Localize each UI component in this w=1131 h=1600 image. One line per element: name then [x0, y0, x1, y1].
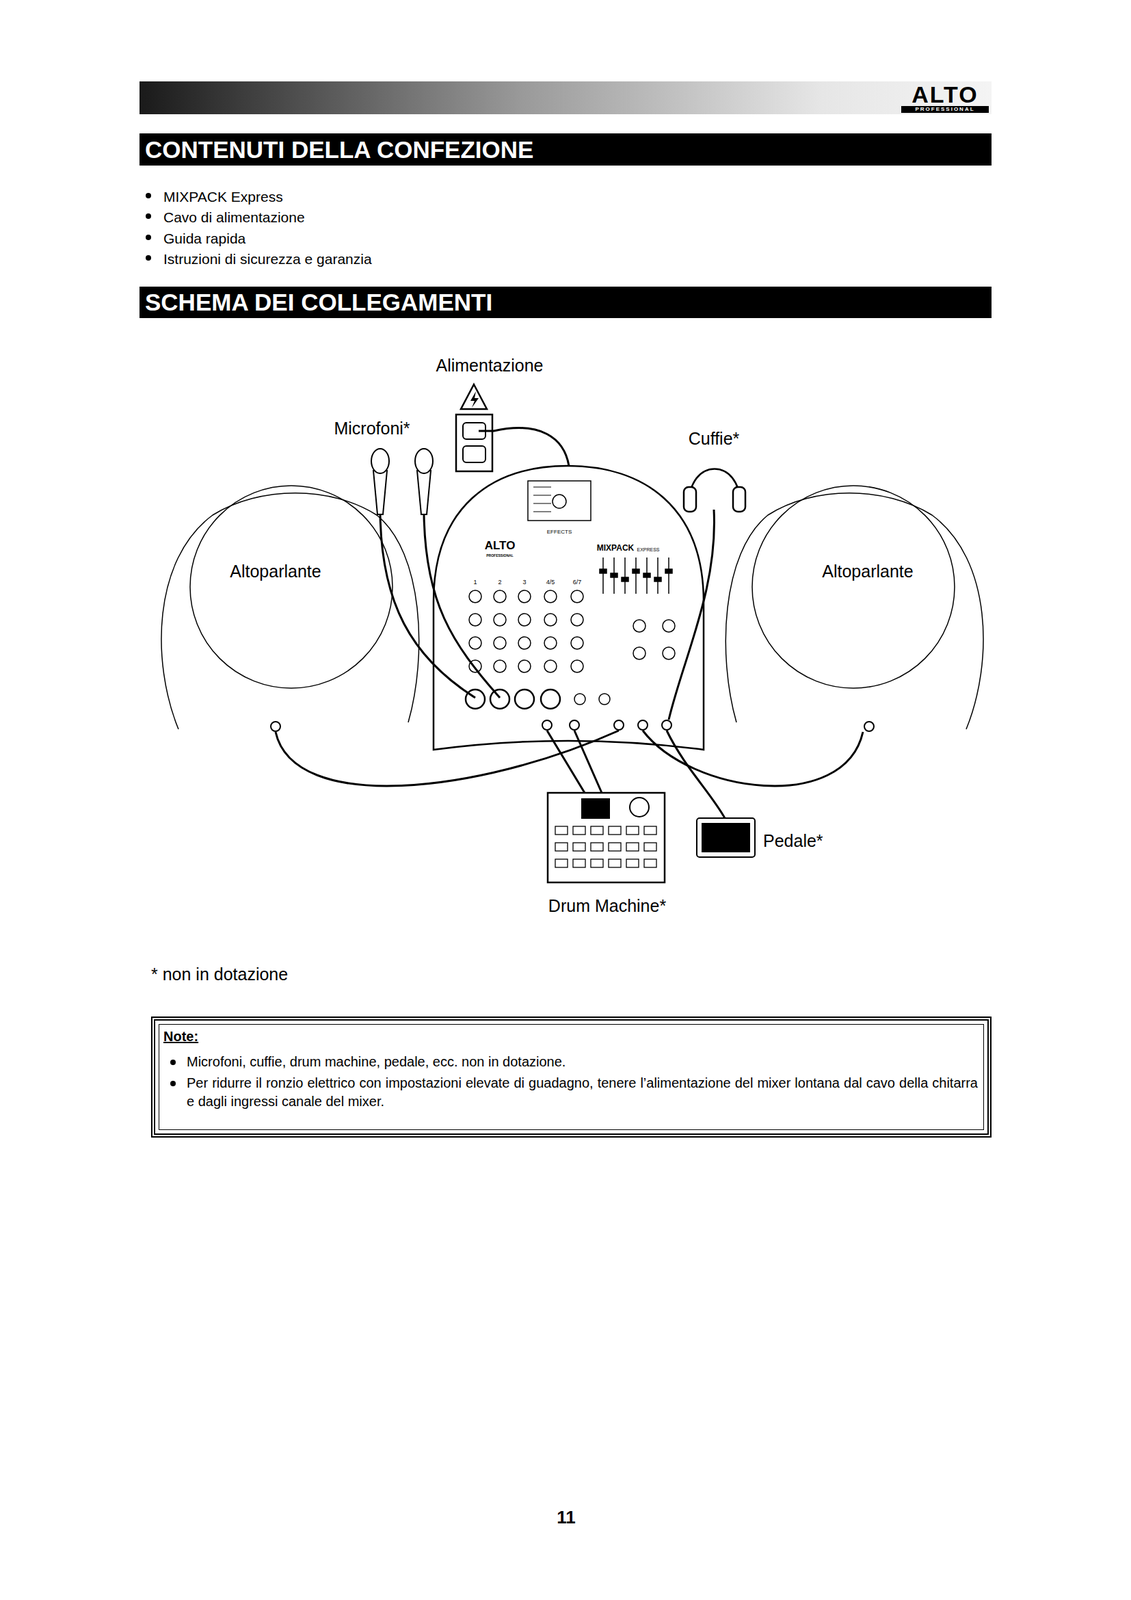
list-item: Cavo di alimentazione [163, 209, 305, 226]
bullet-dot [145, 255, 152, 261]
microphone [371, 448, 433, 515]
mixer-logo: ALTO [484, 538, 516, 553]
pedal-top [701, 822, 751, 853]
note-item: Microfoni, cuffie, drum machine, pedale,… [163, 1052, 978, 1071]
header-bar [139, 81, 992, 115]
mixer-text: MIXPACK [596, 543, 634, 554]
logo-text: ALTO [911, 81, 978, 109]
drum-cable [547, 730, 602, 793]
headphones [683, 469, 746, 513]
power-cord [478, 428, 569, 466]
note-heading: Note: [163, 1027, 978, 1046]
bullet-dot [170, 1080, 176, 1086]
power-outlet [456, 414, 493, 472]
heading-text: CONTENUTI DELLA CONFEZIONE [144, 133, 992, 166]
speaker-drawing [713, 484, 994, 740]
drum-wheel [629, 797, 649, 817]
section-heading: SCHEMA DEI COLLEGAMENTI [139, 286, 992, 318]
channel-number: 2 [497, 578, 502, 586]
list-item: Istruzioni di sicurezza e garanzia [163, 250, 372, 268]
effects-table [527, 480, 591, 521]
speaker-cable [642, 730, 863, 786]
part-label: Cuffie* [688, 428, 740, 449]
list-item: MIXPACK Express [163, 188, 284, 206]
list-item: Guida rapida [163, 230, 246, 247]
warning-triangle [460, 384, 487, 409]
speaker-outline: Altoparlante [713, 484, 994, 740]
mixer-text: EXPRESS [636, 547, 660, 553]
bullet-dot [170, 1059, 176, 1065]
bullet-dot [145, 213, 152, 219]
page-number: 11 [556, 1507, 576, 1528]
speaker-drawing [151, 484, 432, 740]
outlet-socket [462, 445, 486, 463]
mixer-logo-sub: PROFESSIONAL [486, 553, 513, 558]
drum-buttons [555, 826, 657, 868]
pedal-cable [666, 730, 725, 818]
mic-cable [380, 514, 476, 698]
pedal [696, 817, 755, 857]
bullet-dot [145, 192, 152, 199]
heading-text: SCHEMA DEI COLLEGAMENTI [144, 286, 992, 318]
bullet-dot [145, 234, 152, 241]
logo-subtext: PROFESSIONAL [914, 105, 975, 113]
note-box: Note: Microfoni, cuffie, drum machine, pe… [151, 1016, 992, 1138]
speaker-outline: Altoparlante [151, 484, 432, 740]
section-heading: CONTENUTI DELLA CONFEZIONE [139, 133, 992, 166]
channel-number: 3 [522, 578, 526, 586]
mixer-text: EFFECTS [547, 528, 572, 535]
part-label: Microfoni* [333, 418, 410, 439]
footnote: * non in dotazione [151, 964, 288, 984]
note-item: Per ridurre il ronzio elettrico con impo… [163, 1073, 978, 1111]
channel-number: 1 [473, 578, 477, 586]
mixer-housing [433, 465, 704, 750]
channel-number: 4/5 [546, 578, 556, 586]
drum-machine [547, 792, 665, 883]
lightning-bolt [470, 391, 479, 408]
speaker-label: Altoparlante [229, 561, 321, 582]
part-label: Drum Machine* [548, 895, 667, 916]
part-label: Alimentazione [435, 355, 543, 376]
speaker-label: Altoparlante [821, 561, 913, 582]
headphone-cable [668, 509, 714, 720]
speaker-cable [275, 730, 619, 786]
drum-screen [581, 797, 610, 819]
channel-number: 6/7 [573, 578, 582, 586]
part-label: Pedale* [763, 830, 824, 851]
